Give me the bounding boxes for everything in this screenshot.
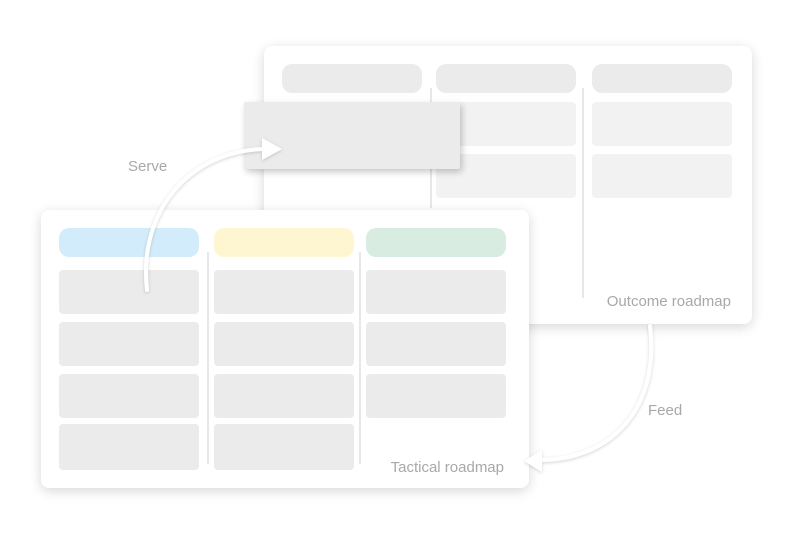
outcome-column-1-header xyxy=(282,64,422,93)
outcome-column-3-header xyxy=(592,64,732,93)
tactical-card xyxy=(59,374,199,418)
tactical-card xyxy=(366,270,506,314)
tactical-card xyxy=(59,424,199,470)
feed-label: Feed xyxy=(648,402,683,419)
tactical-divider-1 xyxy=(207,252,209,464)
feed-arrow xyxy=(538,324,654,462)
outcome-card xyxy=(592,154,732,198)
tactical-card xyxy=(366,322,506,366)
tactical-roadmap-board: Tactical roadmap xyxy=(41,210,529,488)
tactical-card xyxy=(59,270,199,314)
tactical-card xyxy=(214,270,354,314)
outcome-divider-2 xyxy=(582,88,584,298)
outcome-roadmap-label: Outcome roadmap xyxy=(606,293,731,310)
tactical-column-1-header xyxy=(59,228,199,257)
tactical-roadmap-label: Tactical roadmap xyxy=(390,459,504,476)
outcome-column-2-header xyxy=(436,64,576,93)
outcome-card xyxy=(592,102,732,146)
tactical-card xyxy=(59,322,199,366)
served-card xyxy=(244,102,460,169)
tactical-card xyxy=(214,322,354,366)
tactical-divider-2 xyxy=(359,252,361,464)
tactical-card xyxy=(366,374,506,418)
tactical-card xyxy=(214,424,354,470)
tactical-column-3-header xyxy=(366,228,506,257)
tactical-column-2-header xyxy=(214,228,354,257)
tactical-card xyxy=(214,374,354,418)
serve-label: Serve xyxy=(128,158,168,175)
